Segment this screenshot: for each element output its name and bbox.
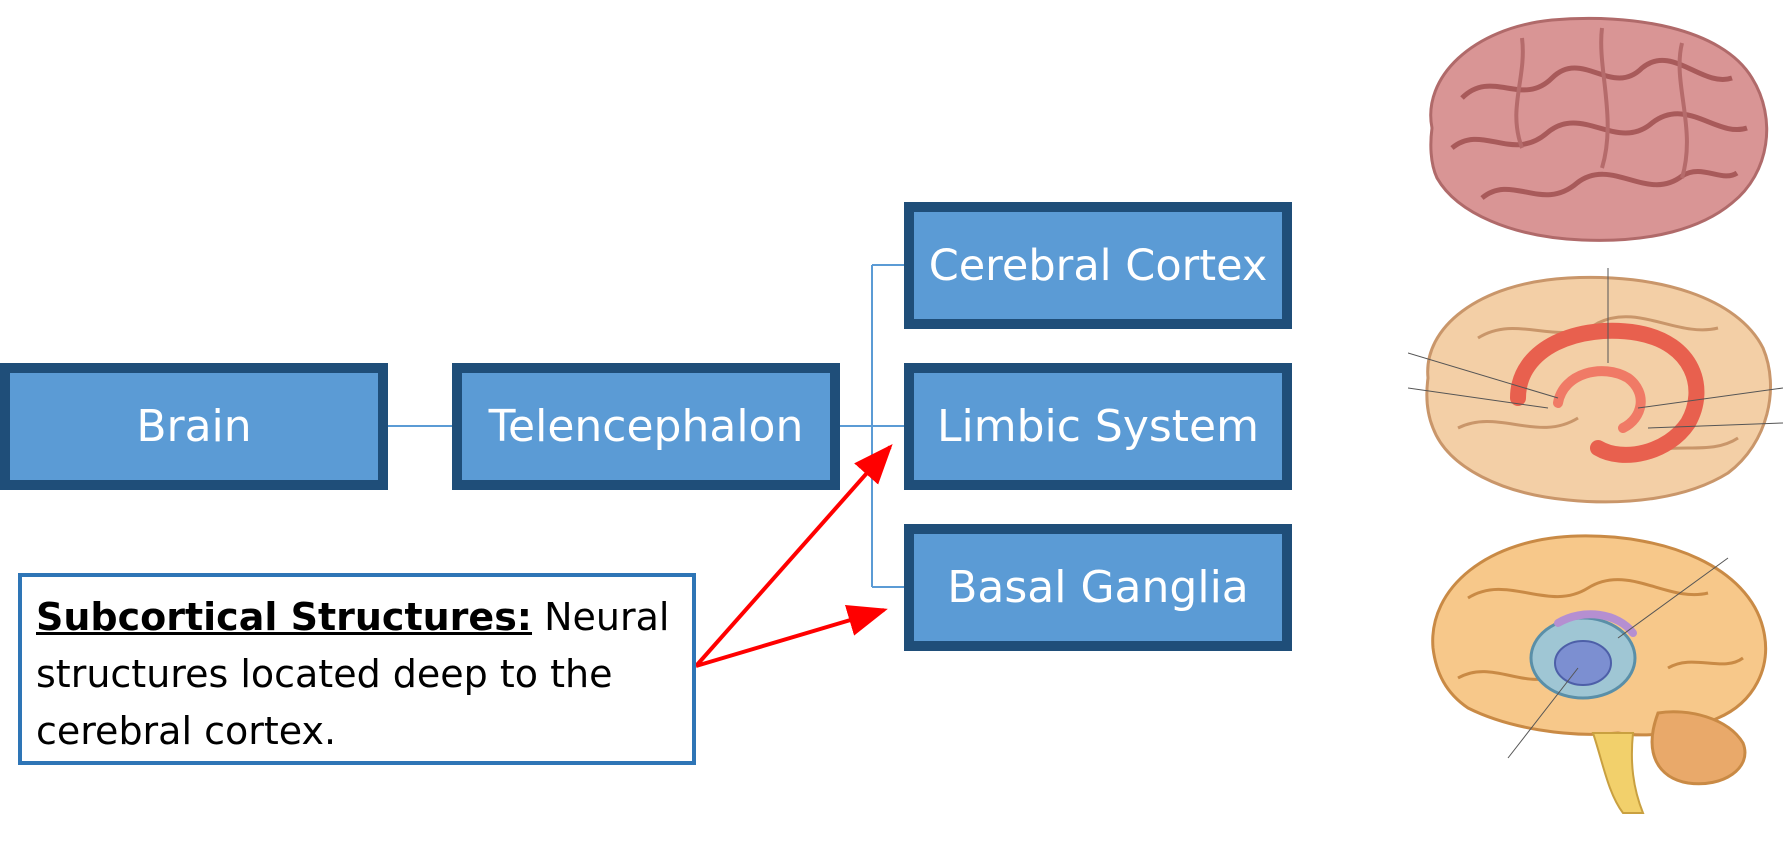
node-limbic-system-label: Limbic System <box>936 401 1259 452</box>
node-telencephalon-label: Telencephalon <box>488 401 804 452</box>
node-cerebral-cortex-label: Cerebral Cortex <box>928 240 1268 291</box>
arrow-to-basal-ganglia <box>695 604 888 668</box>
callout-definition: Neural structures located deep to the ce… <box>36 595 670 753</box>
node-brain: Brain <box>0 363 388 490</box>
basal-ganglia-brain-icon <box>1431 534 1768 814</box>
node-brain-label: Brain <box>136 401 252 452</box>
node-basal-ganglia: Basal Ganglia <box>904 524 1292 651</box>
arrow-to-limbic-system <box>694 444 893 668</box>
node-cerebral-cortex: Cerebral Cortex <box>904 202 1292 329</box>
brain-lateral-icon <box>1429 16 1769 242</box>
node-basal-ganglia-label: Basal Ganglia <box>947 562 1249 613</box>
limbic-system-brain-icon <box>1408 268 1783 504</box>
node-limbic-system: Limbic System <box>904 363 1292 490</box>
node-telencephalon: Telencephalon <box>452 363 840 490</box>
subcortical-callout: Subcortical Structures: Neural structure… <box>18 573 696 765</box>
callout-term: Subcortical Structures: <box>36 595 533 639</box>
